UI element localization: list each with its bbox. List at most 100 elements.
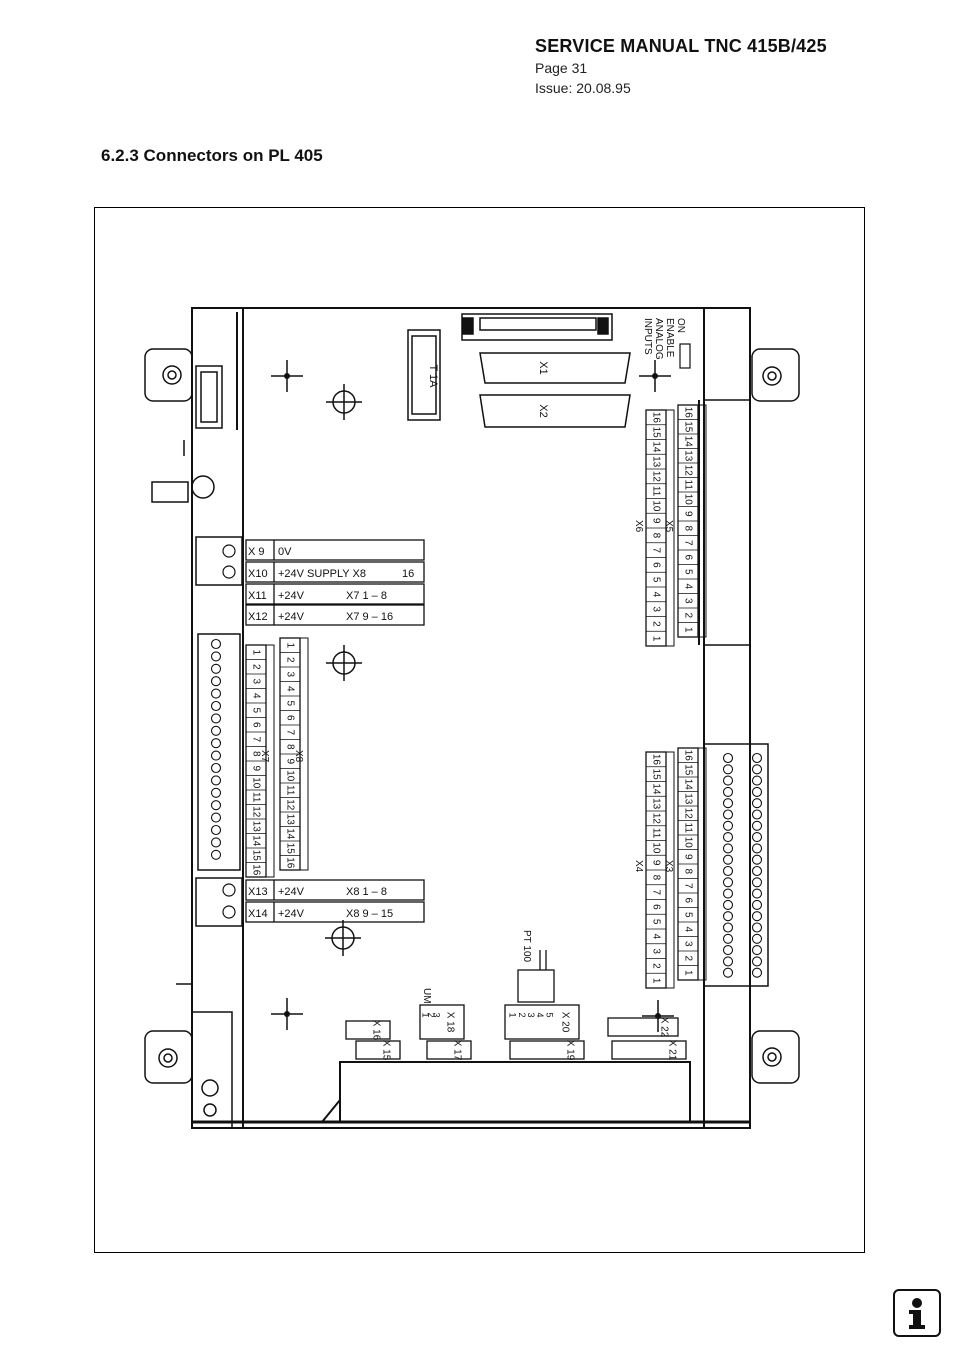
terminal-screw [210,725,222,736]
pin-number: 16 [650,754,661,766]
terminal-screw [210,663,222,674]
supply-conn: X 9 [248,546,265,558]
connector-name: X 17 [451,1040,462,1061]
pin-number: 14 [650,783,661,795]
led-indicator [679,343,691,369]
terminal-screw [722,945,734,956]
terminal-screw [722,933,734,944]
pin-number: 5 [284,700,295,706]
pin-number: 2 [682,955,693,961]
terminal-screw [751,865,763,877]
terminal-screw [751,809,763,820]
pin-number: 9 [682,511,693,517]
terminal-screw [722,967,734,978]
connector-name: X 15 [380,1040,391,1061]
label-inputs: INPUTS [642,318,653,355]
pin-number: 3 [650,948,661,954]
terminal-screw [751,832,763,843]
pin-number: 7 [682,883,693,889]
connector-name: X 21 [666,1040,677,1061]
pin-number: 6 [682,897,693,903]
pin-number: 7 [284,729,295,735]
pin-number: 11 [682,823,693,834]
terminal-screw [751,854,763,865]
left-side-parts [151,365,243,1129]
terminal-screw-column [210,638,222,860]
terminal-screw [751,798,763,809]
pin-number: 1 [508,1012,518,1017]
pin-number: 9 [284,758,295,764]
supply-text: +24V [278,611,305,623]
terminal-screw [210,651,222,662]
pin-number: 10 [682,837,693,849]
crosshair-markers [271,360,674,1032]
pin-number: 15 [650,769,661,781]
pin-number: 16 [284,857,295,869]
terminal-screw [210,812,222,823]
x1-connector [479,352,631,384]
terminal-screw [210,676,222,687]
pin-number: 14 [284,828,295,840]
connector-name: X 16 [370,1020,381,1041]
terminal-screw [210,824,222,836]
pin-number: 3 [682,941,693,947]
terminal-screw [722,798,734,809]
pin-number: 11 [250,792,261,803]
pin-number: 2 [250,664,261,670]
pin-number: 8 [650,875,661,881]
pin-number: 13 [250,821,261,833]
pin-number: 11 [682,480,693,491]
terminal-screw [722,911,734,922]
pin-number: 9 [250,765,261,771]
bus-connector [461,313,613,341]
pin-number: 13 [650,798,661,810]
pin-number: 11 [650,828,661,839]
pin-number: 3 [284,671,295,677]
pin-number: 2 [517,1012,527,1017]
terminal-screw [210,638,222,650]
supply-conn: X14 [248,908,268,920]
strip-name: X6 [633,520,644,533]
right-screw-columns [722,752,763,978]
x2-connector [479,394,631,428]
pin-number: 13 [650,456,661,468]
pin-number: 2 [682,612,693,618]
supply-ref: 16 [402,568,414,580]
terminal-screw [210,762,222,774]
label-on: ON [675,318,686,333]
pin-number: 14 [650,441,661,453]
terminal-screw [210,700,222,712]
terminal-screw [751,820,763,831]
terminal-screw [722,832,734,843]
pin-number: 2 [650,963,661,969]
terminal-screw [722,752,734,764]
strip-name: X8 [293,750,304,763]
pin-number: 16 [250,864,261,876]
terminal-screw [722,899,734,910]
pin-number: 7 [250,736,261,742]
pin-number: 4 [682,926,693,932]
pin-number: 9 [650,518,661,524]
supply-text: +24V [278,590,305,602]
page-number: Page 31 [535,60,588,76]
right-terminal-block [703,399,769,987]
pin-number: 1 [421,1012,431,1017]
x1-label: X1 [537,361,549,374]
terminal-screw [751,843,763,854]
terminal-screw [722,809,734,820]
supply-text: +24V [278,908,305,920]
terminal-screw [751,764,763,775]
pin-number: 6 [284,715,295,721]
pin-number: 13 [682,793,693,805]
pt100-sensor [517,950,555,1003]
pin-number: 10 [650,500,661,512]
pin-number: 12 [650,471,661,483]
